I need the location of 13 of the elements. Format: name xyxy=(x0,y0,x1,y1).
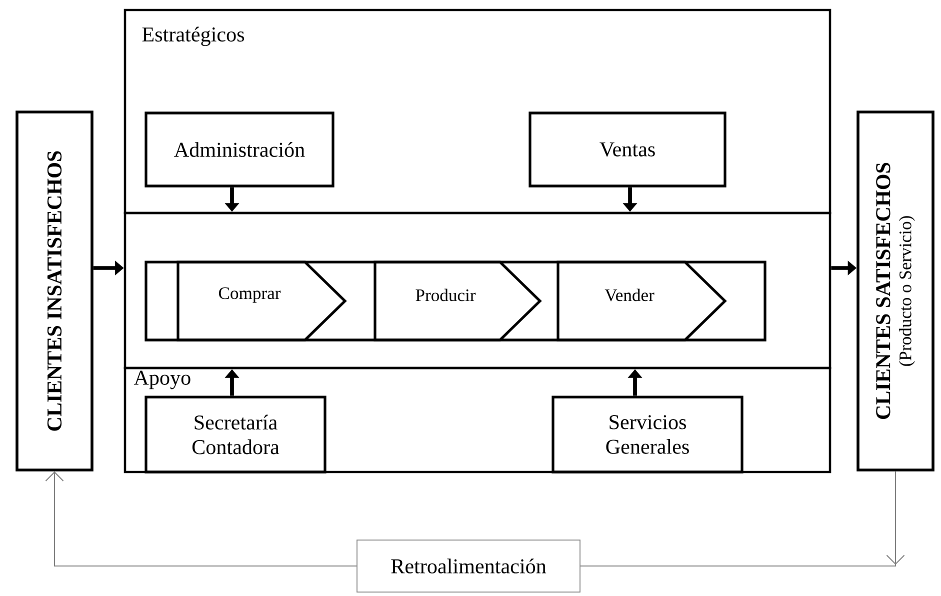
process-box: Retroalimentación xyxy=(356,540,580,592)
value-chain-bar xyxy=(144,260,766,342)
process-box: Ventas xyxy=(528,112,726,188)
chevron-step: Comprar xyxy=(176,260,347,342)
chevron-step: Producir xyxy=(374,260,542,342)
feedback-arrow xyxy=(45,471,357,567)
process-band xyxy=(124,212,832,370)
process-box: Servicios Generales xyxy=(552,396,744,474)
customer-box: CLIENTES SATISFECHOS (Producto o Servicio) xyxy=(856,110,934,472)
customer-box: CLIENTES INSATISFECHOS xyxy=(16,110,94,472)
process-box: Administración xyxy=(144,112,334,188)
process-box: Secretaría Contadora xyxy=(144,396,326,474)
chevron-step: Vender xyxy=(556,260,727,342)
